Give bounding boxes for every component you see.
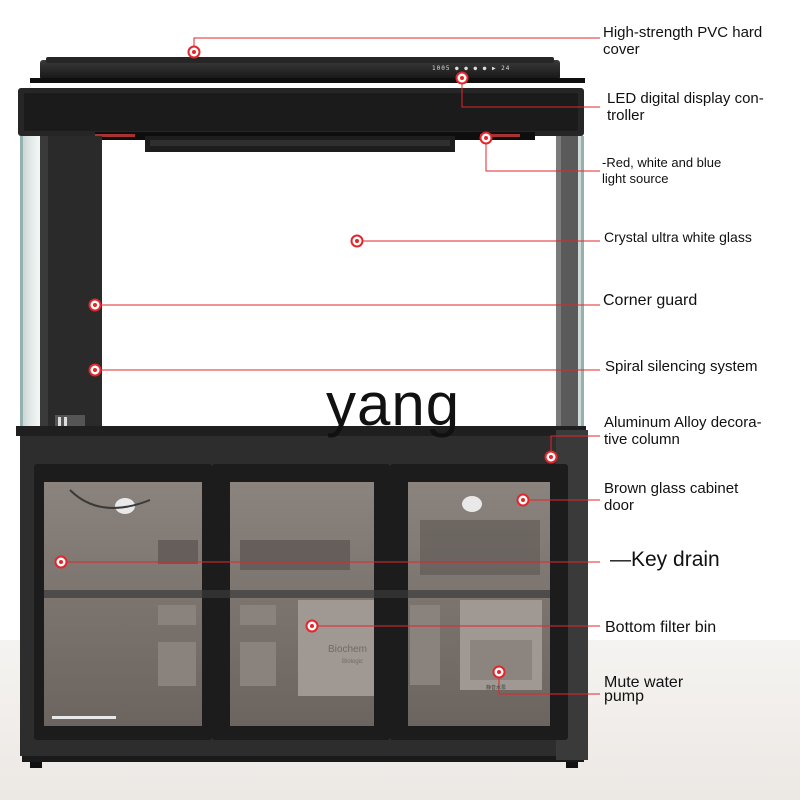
label-crystal-glass: Crystal ultra white glass [604,229,752,245]
label-key-drain: —Key drain [610,548,720,571]
label-spiral-silencing: Spiral silencing system [605,358,758,375]
pump-box-label: 静音水泵 [486,685,507,691]
callout-dots [54,45,558,679]
filter-box-brand: Biochem [328,644,367,655]
filter-box-subbrand: Biologic [342,659,364,665]
label-aluminum-column: Aluminum Alloy decora-tive column [604,414,762,448]
label-filter-bin: Bottom filter bin [605,619,717,636]
right-column [556,136,578,428]
label-led-controller: LED digital display con-troller [607,90,764,124]
left-column [40,136,102,428]
cabinet-doors [34,464,568,740]
pvc-cover [30,57,585,83]
glass-tank [20,136,584,428]
watermark-text: yang [326,371,461,438]
controller-display-text: 1005 ● ● ● ● ▶ 24 [432,65,511,72]
label-corner-guard: Corner guard [603,292,698,309]
